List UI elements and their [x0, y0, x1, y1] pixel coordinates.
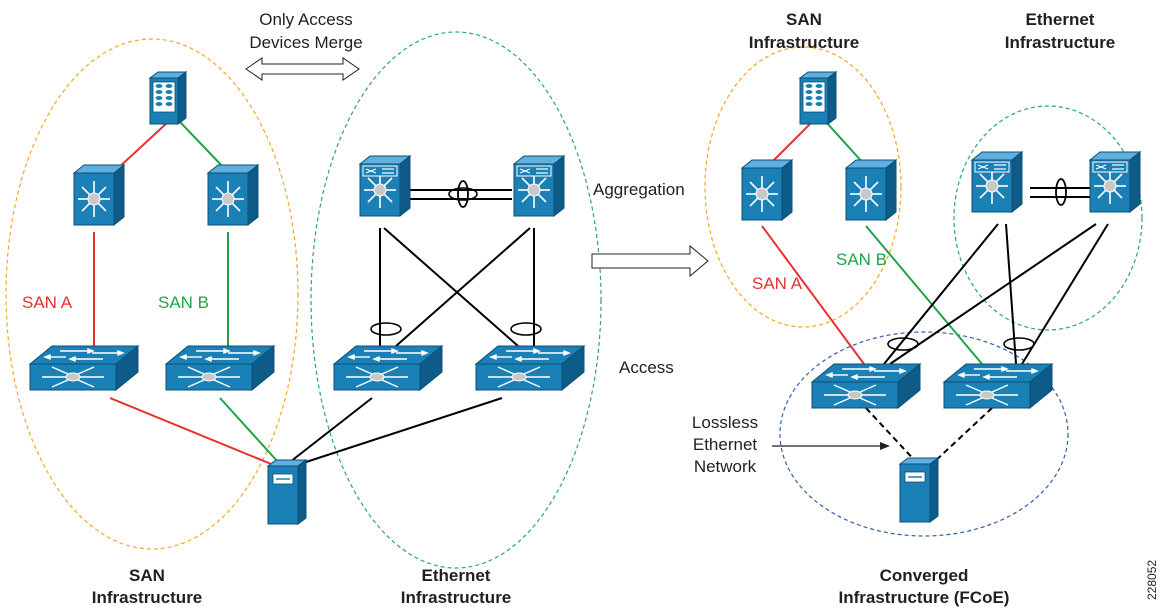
left-san-title-line1: SAN — [129, 566, 165, 585]
access-label: Access — [619, 358, 674, 377]
san-access-switch-icon — [165, 345, 275, 391]
aggregation-switch-icon — [1090, 152, 1140, 212]
right-san-b-label: SAN B — [836, 250, 887, 269]
san-director-a-icon — [73, 164, 125, 226]
left-ethernet-title-line1: Ethernet — [422, 566, 491, 585]
converged-access-switch-icon — [811, 363, 921, 409]
left-zones — [5, 31, 602, 569]
left-ethernet-title-line2: Infrastructure — [401, 588, 512, 607]
lossless-label-line2: Ethernet — [693, 435, 758, 454]
aggregation-switch-icon — [972, 152, 1022, 212]
san-access-switch-icon — [29, 345, 139, 391]
server-icon — [267, 459, 307, 525]
ethernet-access-switch-icon — [333, 345, 443, 391]
left-san-b-label: SAN B — [158, 293, 209, 312]
lossless-label-line1: Lossless — [692, 413, 758, 432]
left-san-title-line2: Infrastructure — [92, 588, 203, 607]
figure-id: 228052 — [1145, 560, 1159, 600]
left-ethernet-zone — [310, 31, 602, 569]
right-links — [761, 121, 1109, 465]
left-san-zone — [5, 38, 299, 550]
port-channel-icon — [510, 322, 542, 336]
transition-arrow-icon — [591, 244, 709, 278]
right-san-title-line2: Infrastructure — [749, 33, 860, 52]
merge-double-arrow-icon — [245, 57, 360, 81]
left-links — [93, 121, 535, 467]
san-director-b-icon — [207, 164, 259, 226]
merge-label-line1: Only Access — [259, 10, 353, 29]
lossless-label-line3: Network — [694, 457, 757, 476]
right-san-a-label: SAN A — [752, 274, 803, 293]
right-ethernet-zone — [953, 105, 1143, 331]
san-director-b-icon — [845, 159, 897, 221]
converged-zone — [779, 331, 1069, 537]
converged-access-switch-icon — [943, 363, 1053, 409]
aggregation-switch-icon — [514, 156, 564, 216]
right-san-zone — [704, 46, 902, 328]
server-icon — [899, 457, 939, 523]
converged-title-line2: Infrastructure (FCoE) — [839, 588, 1010, 607]
port-channel-icon — [370, 322, 402, 336]
converged-title-line1: Converged — [880, 566, 969, 585]
san-director-a-icon — [741, 159, 793, 221]
right-san-title-line1: SAN — [786, 10, 822, 29]
aggregation-switch-icon — [360, 156, 410, 216]
port-channel-icon — [1055, 178, 1067, 206]
aggregation-label: Aggregation — [593, 180, 685, 199]
port-channel-icon — [1003, 337, 1035, 351]
right-ethernet-title-line1: Ethernet — [1026, 10, 1095, 29]
left-san-a-label: SAN A — [22, 293, 73, 312]
storage-array-icon — [799, 71, 837, 125]
ethernet-access-switch-icon — [475, 345, 585, 391]
port-channel-icon — [457, 180, 469, 208]
port-channel-icon — [887, 337, 919, 351]
right-zones — [704, 46, 1143, 537]
right-ethernet-title-line2: Infrastructure — [1005, 33, 1116, 52]
lossless-pointer-arrow-icon — [772, 442, 890, 450]
storage-array-icon — [149, 71, 187, 125]
merge-label-line2: Devices Merge — [249, 33, 362, 52]
